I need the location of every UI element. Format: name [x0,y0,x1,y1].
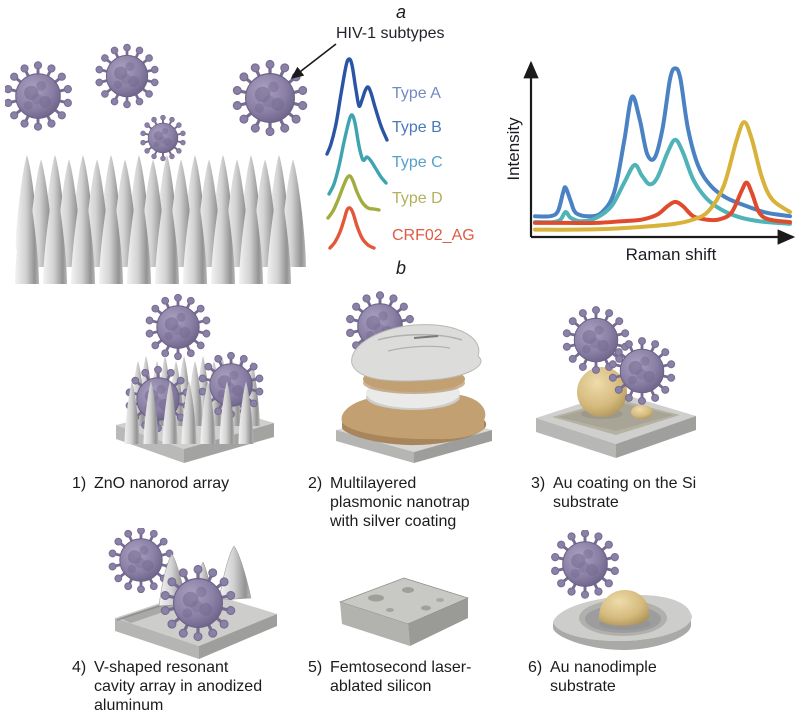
substrate-2-illustration [336,290,492,463]
substrate-caption-3: 3) Au coating on the Si substrate [531,475,697,511]
raman-curve-gold [533,120,792,232]
substrate-5-illustration [338,577,470,646]
substrate-3-illustration [536,300,696,458]
panel-b-label: b [396,258,407,278]
subtype-label-type-a: Type A [392,85,441,102]
virus-icon [95,44,158,108]
item-number: 1) [72,475,87,492]
hiv-subtypes-title: HIV-1 subtypes [336,25,445,42]
groove [119,600,187,623]
raman-curves [533,66,792,232]
x-axis-label: Raman shift [626,245,717,264]
substrate-caption-6: 6) Au nanodimple substrate [528,659,657,695]
item-number: 2) [308,475,323,492]
item-number: 3) [531,475,546,492]
y-axis-label: Intensity [505,117,523,181]
virus-nanorod-illustration [5,38,315,284]
item-number: 6) [528,659,543,676]
raman-curve-red-orange [533,180,792,226]
virus-icon [5,62,72,130]
subtype-label-type-d: Type D [392,190,443,207]
resonant-fin [218,545,252,601]
subtype-curve-orange [328,206,376,250]
substrate-1-illustration [116,293,274,463]
subtype-label-crf02-ag: CRF02_AG [392,227,475,244]
virus-icon [145,294,210,359]
pointer-arrow-icon [290,43,337,79]
item-number: 5) [308,659,323,676]
substrate-caption-2: 2) Multilayered plasmonic nanotrap with … [308,475,470,530]
virus-icon [140,115,186,161]
raman-spectra-chart: Intensity Raman shift [505,60,796,264]
virus-icon [563,307,630,374]
substrate-caption-4: 4) V-shaped resonant cavity array in ano… [72,659,263,714]
substrate-6-illustration [543,530,692,650]
subtype-label-type-b: Type B [392,119,442,136]
subtype-label-type-c: Type C [392,154,443,171]
substrate-caption-5: 5) Femtosecond laser- ablated silicon [308,659,472,695]
subtype-curve-navy [325,57,389,156]
gold-blob [631,405,653,419]
nanorod-array-icon [15,155,306,284]
ablation-pit [368,594,384,602]
item-number: 4) [72,659,87,676]
gold-dome [598,590,650,626]
virus-icon [551,530,619,598]
subtype-curve-olive [326,174,381,220]
subtype-spectra-curves [325,57,389,250]
substrate-caption-1: 1) ZnO nanorod array [72,475,230,492]
panel-a-label: a [396,2,407,22]
substrate-4-illustration [103,528,277,659]
raman-curve-blue [533,66,792,219]
subtype-curve-teal [327,113,388,196]
